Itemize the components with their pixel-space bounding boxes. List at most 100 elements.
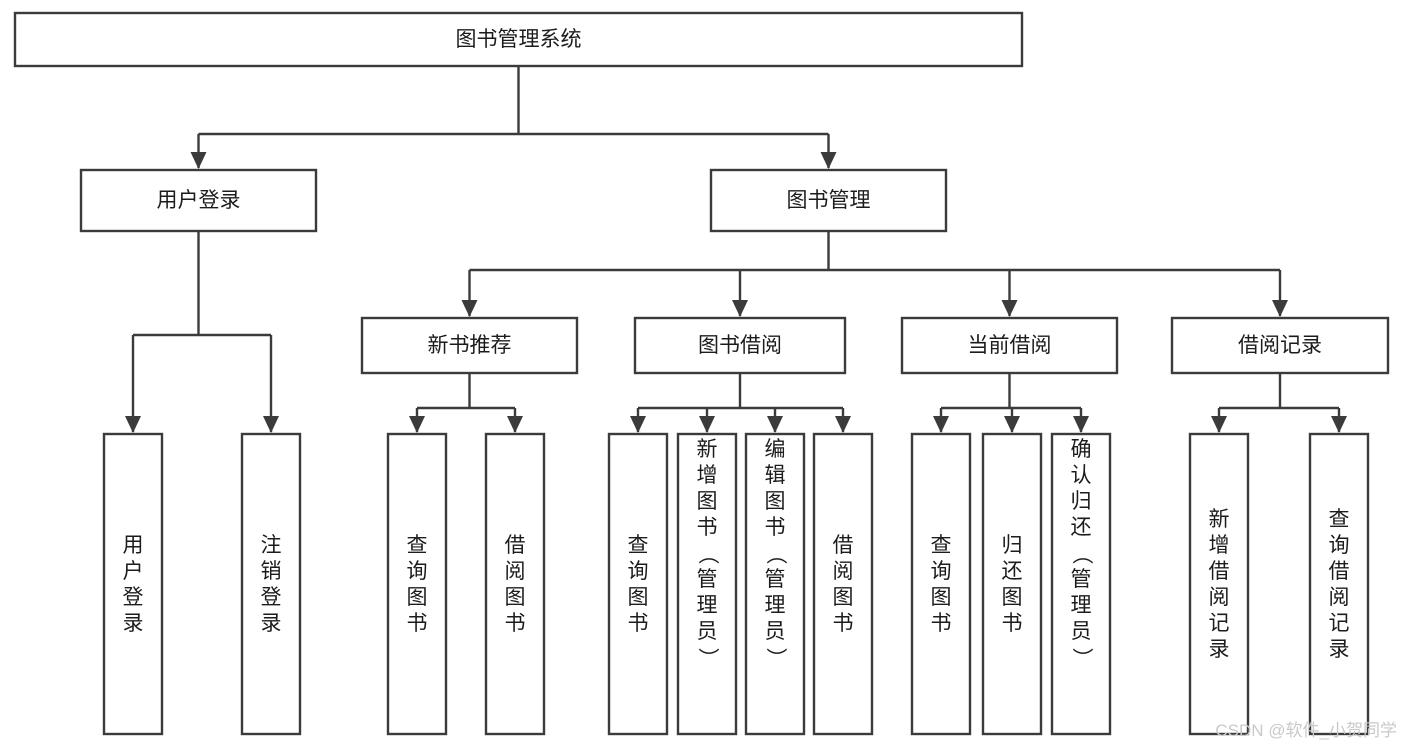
- svg-text:记: 记: [1329, 612, 1350, 635]
- node-box-book-borrow[interactable]: [633, 316, 847, 375]
- svg-text:询: 询: [628, 560, 649, 583]
- svg-text:理: 理: [1071, 594, 1092, 617]
- level2-node-user-login[interactable]: 用户登录: [79, 168, 318, 233]
- arrow-head-icon: [630, 416, 646, 433]
- svg-text:书: 书: [407, 612, 428, 635]
- svg-text:编: 编: [765, 438, 786, 461]
- svg-text:阅: 阅: [1209, 586, 1230, 609]
- svg-text:图: 图: [628, 586, 649, 609]
- node-box-leaf-query-book-3[interactable]: [910, 432, 972, 736]
- svg-text:录: 录: [261, 612, 282, 635]
- svg-text:阅: 阅: [505, 560, 526, 583]
- arrow-head-icon: [1073, 416, 1089, 433]
- svg-text:确: 确: [1071, 438, 1092, 461]
- level3-node-new-book-recommend[interactable]: 新书推荐: [360, 316, 579, 375]
- svg-text:书: 书: [1002, 612, 1023, 635]
- svg-text:销: 销: [261, 560, 282, 583]
- svg-text:户: 户: [123, 560, 144, 583]
- arrow-head-icon: [1001, 300, 1018, 317]
- svg-text:询: 询: [931, 560, 952, 583]
- svg-text:录: 录: [1209, 638, 1230, 661]
- node-box-leaf-add-book[interactable]: [676, 432, 738, 736]
- level3-node-book-borrow[interactable]: 图书借阅: [633, 316, 847, 375]
- arrow-head-icon: [933, 416, 949, 433]
- arrow-head-icon: [263, 416, 279, 433]
- svg-text:理: 理: [697, 594, 718, 617]
- svg-text:员: 员: [765, 620, 786, 643]
- node-box-leaf-edit-book[interactable]: [744, 432, 806, 736]
- svg-text:（: （: [764, 544, 787, 565]
- svg-text:借: 借: [1329, 560, 1350, 583]
- node-box-leaf-borrow-book-1[interactable]: [484, 432, 546, 736]
- svg-text:图: 图: [1002, 586, 1023, 609]
- node-label-leaf-user-login: 用户登录: [123, 534, 144, 635]
- node-box-new-book-recommend[interactable]: [360, 316, 579, 375]
- arrow-head-icon: [820, 152, 837, 169]
- node-box-user-login[interactable]: [79, 168, 318, 233]
- node-box-leaf-query-book-1[interactable]: [386, 432, 448, 736]
- svg-text:认: 认: [1071, 464, 1092, 487]
- svg-text:新: 新: [697, 438, 718, 461]
- node-box-book-manage[interactable]: [709, 168, 948, 233]
- arrow-head-icon: [1211, 416, 1227, 433]
- leaf-node-leaf-user-login[interactable]: 用户登录: [102, 432, 164, 736]
- node-box-leaf-add-borrow-record[interactable]: [1188, 432, 1250, 736]
- svg-text:用: 用: [123, 534, 144, 557]
- node-box-borrow-record[interactable]: [1170, 316, 1390, 375]
- connectors-layer: [125, 66, 1347, 433]
- svg-text:归: 归: [1002, 534, 1023, 557]
- svg-text:增: 增: [1209, 534, 1230, 557]
- arrow-head-icon: [732, 300, 748, 317]
- node-box-current-borrow[interactable]: [900, 316, 1119, 375]
- arrow-head-icon: [835, 416, 851, 433]
- node-box-leaf-query-borrow-record[interactable]: [1308, 432, 1370, 736]
- level3-node-borrow-record[interactable]: 借阅记录: [1170, 316, 1390, 375]
- node-box-leaf-user-login[interactable]: [102, 432, 164, 736]
- svg-text:书: 书: [697, 516, 718, 539]
- svg-text:借: 借: [1209, 560, 1230, 583]
- arrow-head-icon: [1331, 416, 1347, 433]
- node-box-leaf-borrow-book-2[interactable]: [812, 432, 874, 736]
- level3-node-current-borrow[interactable]: 当前借阅: [900, 316, 1119, 375]
- node-box-leaf-return-book[interactable]: [981, 432, 1043, 736]
- node-box-root[interactable]: [13, 11, 1024, 68]
- arrow-head-icon: [409, 416, 425, 433]
- node-box-leaf-confirm-return[interactable]: [1050, 432, 1112, 736]
- node-box-leaf-logout-login[interactable]: [240, 432, 302, 736]
- node-box-leaf-query-book-2[interactable]: [607, 432, 669, 736]
- arrow-head-icon: [507, 416, 523, 433]
- svg-text:图: 图: [931, 586, 952, 609]
- arrow-head-icon: [767, 416, 783, 433]
- node-label-book-manage: 图书管理: [787, 189, 871, 212]
- svg-text:登: 登: [261, 586, 282, 609]
- svg-text:（: （: [696, 544, 719, 565]
- svg-text:查: 查: [407, 534, 428, 557]
- svg-text:）: ）: [764, 648, 787, 669]
- level2-node-book-manage[interactable]: 图书管理: [709, 168, 948, 233]
- root-node-root[interactable]: 图书管理系统: [13, 11, 1024, 68]
- arrow-head-icon: [125, 416, 141, 433]
- svg-text:查: 查: [628, 534, 649, 557]
- svg-text:录: 录: [123, 612, 144, 635]
